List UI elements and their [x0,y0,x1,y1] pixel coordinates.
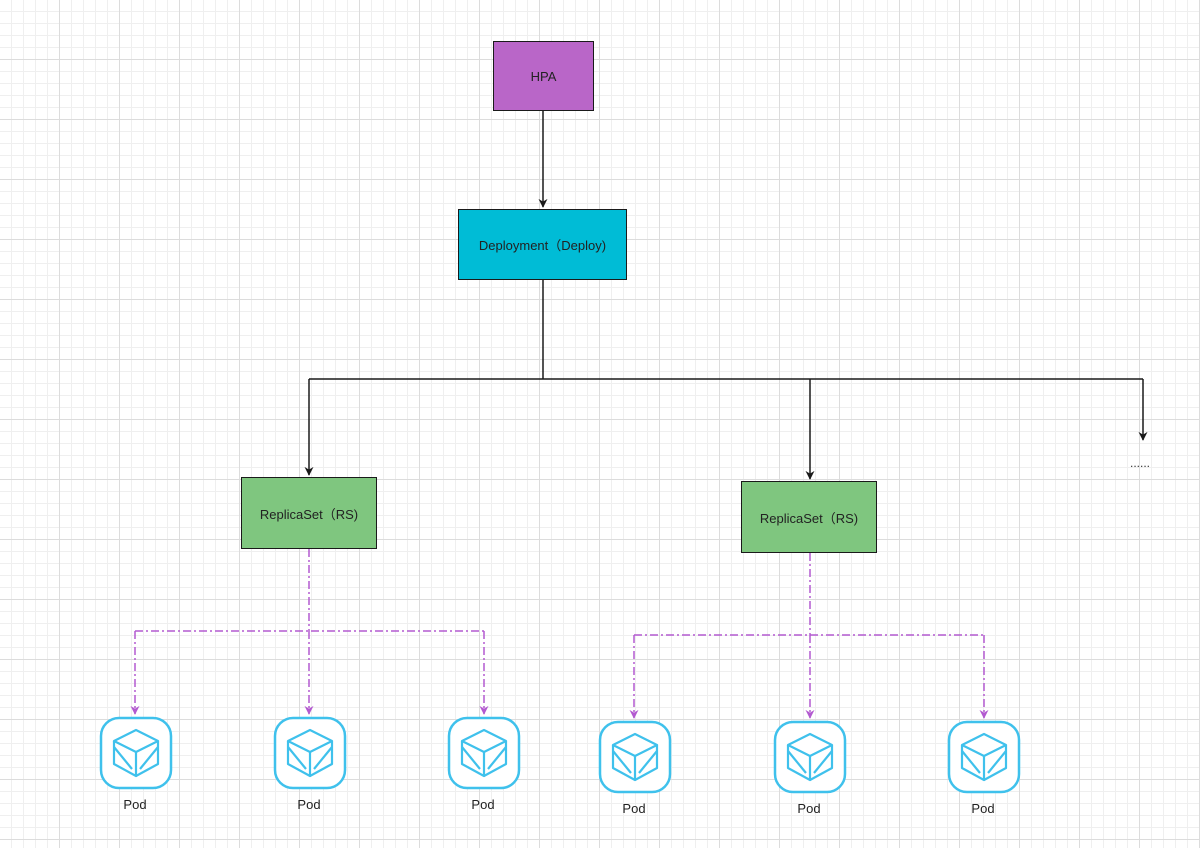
pod-node[interactable]: Pod [945,720,1021,830]
pod-node[interactable]: Pod [445,716,521,826]
pod-cube-icon [447,716,521,790]
replicaset-label: ReplicaSet（RS) [759,510,859,526]
pod-cube-icon [598,720,672,794]
pod-node[interactable]: Pod [771,720,847,830]
replicaset-node[interactable]: ReplicaSet（RS) [741,481,877,553]
pod-label: Pod [797,801,821,816]
pod-label: Pod [297,797,321,812]
hpa-node[interactable]: HPA [493,41,594,111]
pod-label: Pod [123,797,147,812]
pod-node[interactable]: Pod [271,716,347,826]
pod-label: Pod [971,801,995,816]
deployment-node[interactable]: Deployment（Deploy) [458,209,627,280]
pod-cube-icon [773,720,847,794]
pod-node[interactable]: Pod [97,716,173,826]
hpa-label: HPA [530,68,557,84]
pod-cube-icon [273,716,347,790]
pod-node[interactable]: Pod [596,720,672,830]
pod-cube-icon [99,716,173,790]
pod-label: Pod [622,801,646,816]
pod-cube-icon [947,720,1021,794]
more-replicasets-ellipsis: ...... [1130,456,1151,470]
replicaset-node[interactable]: ReplicaSet（RS) [241,477,377,549]
replicaset-label: ReplicaSet（RS) [259,506,359,522]
deployment-label: Deployment（Deploy) [478,238,607,253]
pod-label: Pod [471,797,495,812]
